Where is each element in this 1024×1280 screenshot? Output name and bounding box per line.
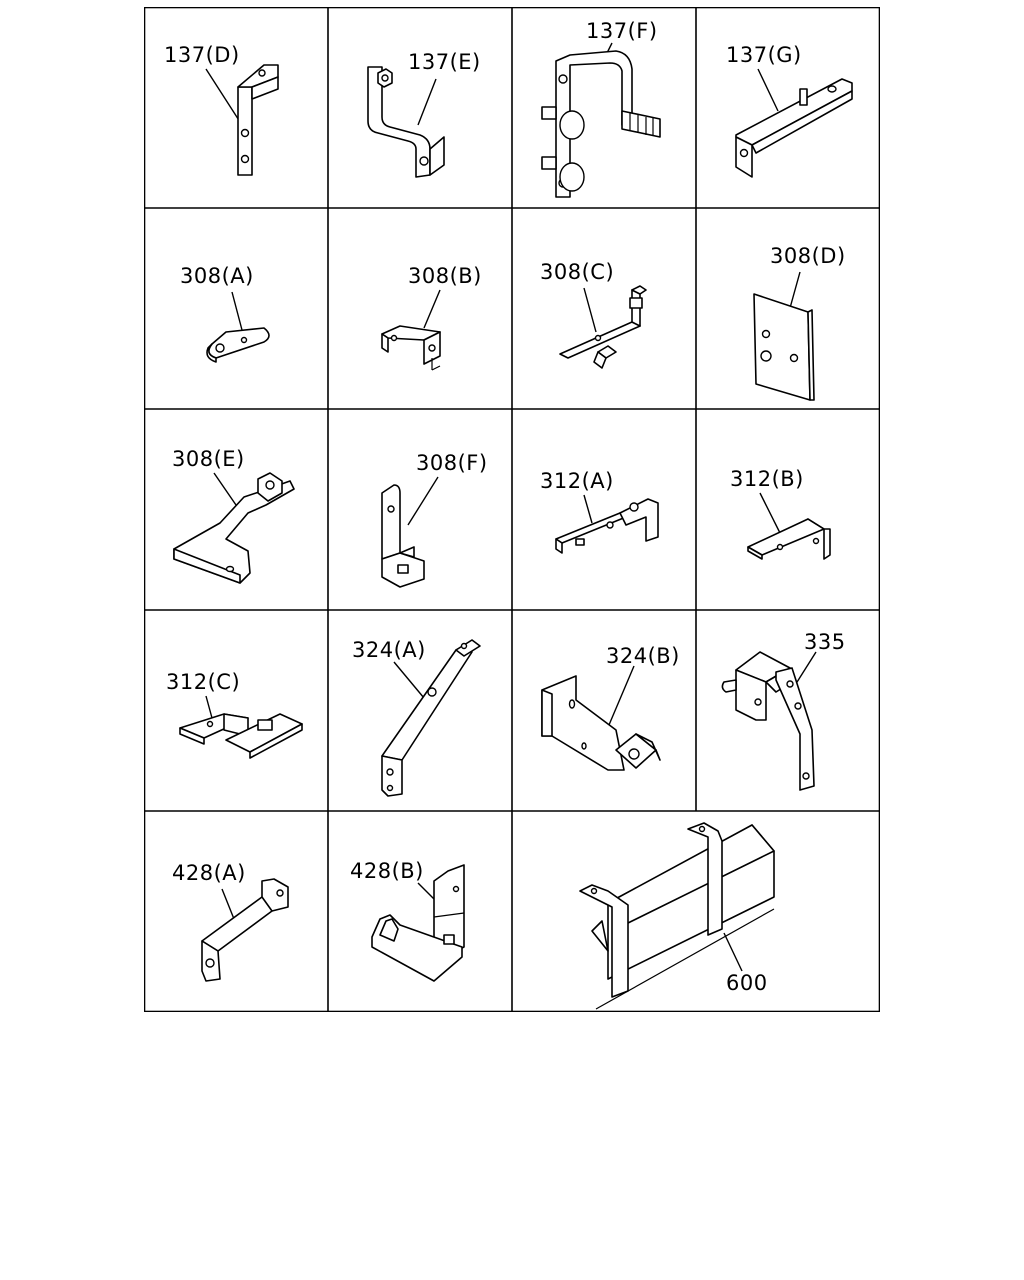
label-308f: 308(F) bbox=[416, 451, 488, 475]
bracket-137e-drawing bbox=[367, 66, 445, 178]
cell-308f: 308(F) bbox=[328, 409, 512, 610]
cell-308e: 308(E) bbox=[144, 409, 328, 610]
bracket-137g-drawing bbox=[735, 68, 853, 178]
bracket-308d-drawing bbox=[753, 271, 815, 401]
label-324b: 324(B) bbox=[606, 644, 680, 668]
bracket-324a-drawing bbox=[381, 639, 481, 797]
bracket-428b-drawing bbox=[371, 864, 465, 982]
cell-324b: 324(B) bbox=[512, 610, 696, 811]
label-312a: 312(A) bbox=[540, 469, 614, 493]
label-137g: 137(G) bbox=[726, 43, 802, 67]
bracket-600-drawing bbox=[579, 822, 775, 1010]
bracket-335-drawing bbox=[721, 651, 817, 791]
cell-308c: 308(C) bbox=[512, 208, 696, 409]
grid-lines bbox=[144, 7, 880, 1012]
bracket-137f-drawing bbox=[541, 42, 661, 198]
bracket-312b-drawing bbox=[747, 492, 831, 560]
cell-308a: 308(A) bbox=[144, 208, 328, 409]
cell-137f: 137(F) bbox=[512, 7, 696, 208]
bracket-324b-drawing bbox=[541, 665, 661, 771]
parts-grid: 137(D) 137(E) 137(F) bbox=[144, 7, 880, 1012]
label-335: 335 bbox=[804, 630, 846, 654]
cell-312a: 312(A) bbox=[512, 409, 696, 610]
cell-312b: 312(B) bbox=[696, 409, 880, 610]
bracket-428a-drawing bbox=[201, 878, 289, 982]
bracket-308b-drawing bbox=[381, 289, 441, 371]
label-308c: 308(C) bbox=[540, 260, 615, 284]
cell-324a: 324(A) bbox=[328, 610, 512, 811]
cell-600: 600 bbox=[512, 811, 880, 1012]
label-600: 600 bbox=[726, 971, 768, 995]
label-324a: 324(A) bbox=[352, 638, 426, 662]
cell-335: 335 bbox=[696, 610, 880, 811]
bracket-137d-drawing bbox=[205, 64, 279, 176]
label-312b: 312(B) bbox=[730, 467, 804, 491]
bracket-308c-drawing bbox=[559, 285, 647, 369]
label-137d: 137(D) bbox=[164, 43, 240, 67]
cell-312c: 312(C) bbox=[144, 610, 328, 811]
bracket-312a-drawing bbox=[555, 494, 659, 554]
cell-137g: 137(G) bbox=[696, 7, 880, 208]
label-312c: 312(C) bbox=[166, 670, 241, 694]
label-137e: 137(E) bbox=[408, 50, 481, 74]
bracket-308e-drawing bbox=[173, 472, 295, 584]
label-308a: 308(A) bbox=[180, 264, 254, 288]
bracket-308a-drawing bbox=[206, 291, 270, 363]
bracket-312c-drawing bbox=[179, 695, 303, 759]
cell-308d: 308(D) bbox=[696, 208, 880, 409]
cell-308b: 308(B) bbox=[328, 208, 512, 409]
label-308d: 308(D) bbox=[770, 244, 846, 268]
cell-428b: 428(B) bbox=[328, 811, 512, 1012]
label-428a: 428(A) bbox=[172, 861, 246, 885]
label-428b: 428(B) bbox=[350, 859, 424, 883]
cell-428a: 428(A) bbox=[144, 811, 328, 1012]
bracket-308f-drawing bbox=[381, 476, 439, 588]
cell-137d: 137(D) bbox=[144, 7, 328, 208]
label-137f: 137(F) bbox=[586, 19, 658, 43]
label-308b: 308(B) bbox=[408, 264, 482, 288]
cell-137e: 137(E) bbox=[328, 7, 512, 208]
label-308e: 308(E) bbox=[172, 447, 245, 471]
